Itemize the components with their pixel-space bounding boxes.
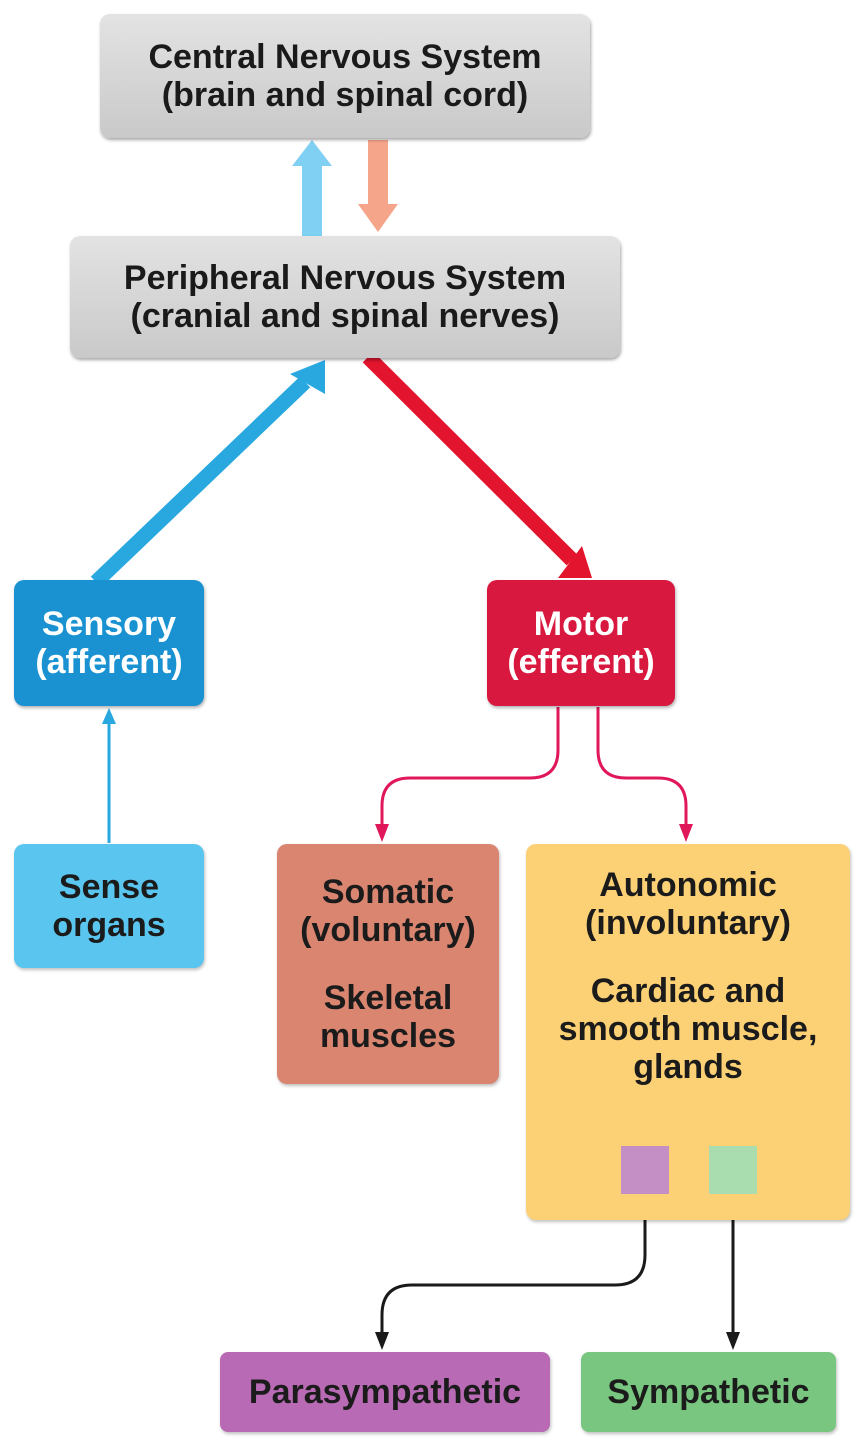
sense-to-sensory-arrow — [102, 708, 116, 843]
sympathetic-label: Sympathetic — [607, 1372, 810, 1411]
autonomic-target-line2: smooth muscle, — [558, 1010, 818, 1049]
parasympathetic-swatch — [621, 1146, 669, 1194]
pns-to-motor-arrow — [362, 351, 592, 578]
sense-organs-line2: organs — [52, 906, 166, 944]
sensory-subtitle: (afferent) — [35, 643, 183, 681]
sense-organs-line1: Sense — [58, 867, 160, 906]
cns-box: Central Nervous System (brain and spinal… — [100, 14, 590, 138]
cns-to-pns-arrow — [358, 140, 398, 232]
pns-to-cns-arrow — [292, 140, 332, 236]
somatic-subtitle: (voluntary) — [300, 910, 476, 949]
motor-to-somatic-arrow — [375, 707, 560, 842]
autonomic-to-parasympathetic-arrow — [375, 1194, 647, 1350]
somatic-target-line2: muscles — [319, 1017, 457, 1056]
sensory-title: Sensory — [41, 604, 177, 643]
sympathetic-swatch — [709, 1146, 757, 1194]
motor-title: Motor — [533, 604, 629, 643]
motor-subtitle: (efferent) — [507, 643, 655, 681]
motor-box: Motor (efferent) — [487, 580, 675, 706]
autonomic-subtitle: (involuntary) — [585, 904, 791, 943]
pns-subtitle: (cranial and spinal nerves) — [130, 297, 560, 335]
cns-title: Central Nervous System — [148, 37, 542, 76]
autonomic-target-line1: Cardiac and — [590, 972, 786, 1011]
somatic-box: Somatic (voluntary) Skeletal muscles — [277, 844, 499, 1084]
parasympathetic-label: Parasympathetic — [248, 1372, 522, 1411]
sensory-box: Sensory (afferent) — [14, 580, 204, 706]
autonomic-box: Autonomic (involuntary) Cardiac and smoo… — [526, 844, 850, 1220]
autonomic-title: Autonomic — [599, 866, 777, 904]
sensory-to-pns-arrow — [90, 360, 325, 588]
parasympathetic-box: Parasympathetic — [220, 1352, 550, 1432]
somatic-title: Somatic — [321, 872, 455, 911]
cns-subtitle: (brain and spinal cord) — [161, 76, 529, 114]
motor-to-autonomic-arrow — [596, 707, 693, 842]
sympathetic-box: Sympathetic — [581, 1352, 836, 1432]
pns-title: Peripheral Nervous System — [123, 258, 567, 297]
autonomic-target-line3: glands — [633, 1048, 743, 1087]
sense-organs-box: Sense organs — [14, 844, 204, 968]
pns-box: Peripheral Nervous System (cranial and s… — [70, 236, 620, 358]
somatic-target-line1: Skeletal — [323, 979, 453, 1017]
